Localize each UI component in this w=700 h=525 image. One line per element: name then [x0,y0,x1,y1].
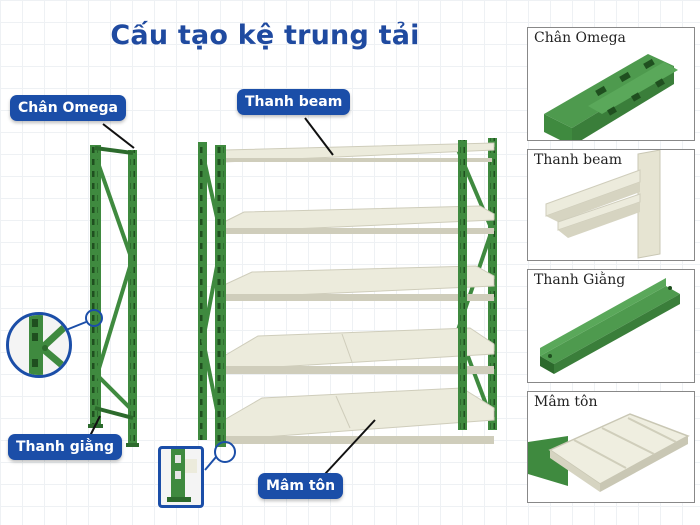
shelf-level-2 [223,205,495,234]
brace-image [540,278,680,374]
shelf-level-1 [223,142,495,163]
panel-label: Thanh Giằng [532,272,628,288]
page-title: Cấu tạo kệ trung tải [110,20,420,51]
shelf-panel-image [528,413,690,492]
shelf-level-3 [223,265,495,301]
label-thanh-giang: Thanh giằng [8,434,123,460]
shelf-level-5 [223,387,495,444]
panel-thanh-beam: Thanh beam [527,149,695,261]
panel-label: Thanh beam [532,152,625,168]
panel-label: Mâm tôn [532,394,600,410]
brace-joint-zoom [6,312,72,378]
label-mam-ton: Mâm tôn [258,473,344,499]
beam-image [545,150,661,259]
panel-label: Chân Omega [532,30,628,46]
foot-detail-zoom [158,446,204,508]
shelf-level-4 [223,327,495,374]
omega-post-image [544,54,678,140]
panel-mam-ton: Mâm tôn [527,391,695,503]
label-thanh-beam: Thanh beam [237,89,351,115]
side-frame [65,145,139,447]
panel-thanh-giang: Thanh Giằng [527,269,695,383]
shelf-unit [198,138,497,471]
label-chan-omega: Chân Omega [10,95,126,121]
callout-lines [87,117,376,475]
panel-chan-omega: Chân Omega [527,27,695,141]
